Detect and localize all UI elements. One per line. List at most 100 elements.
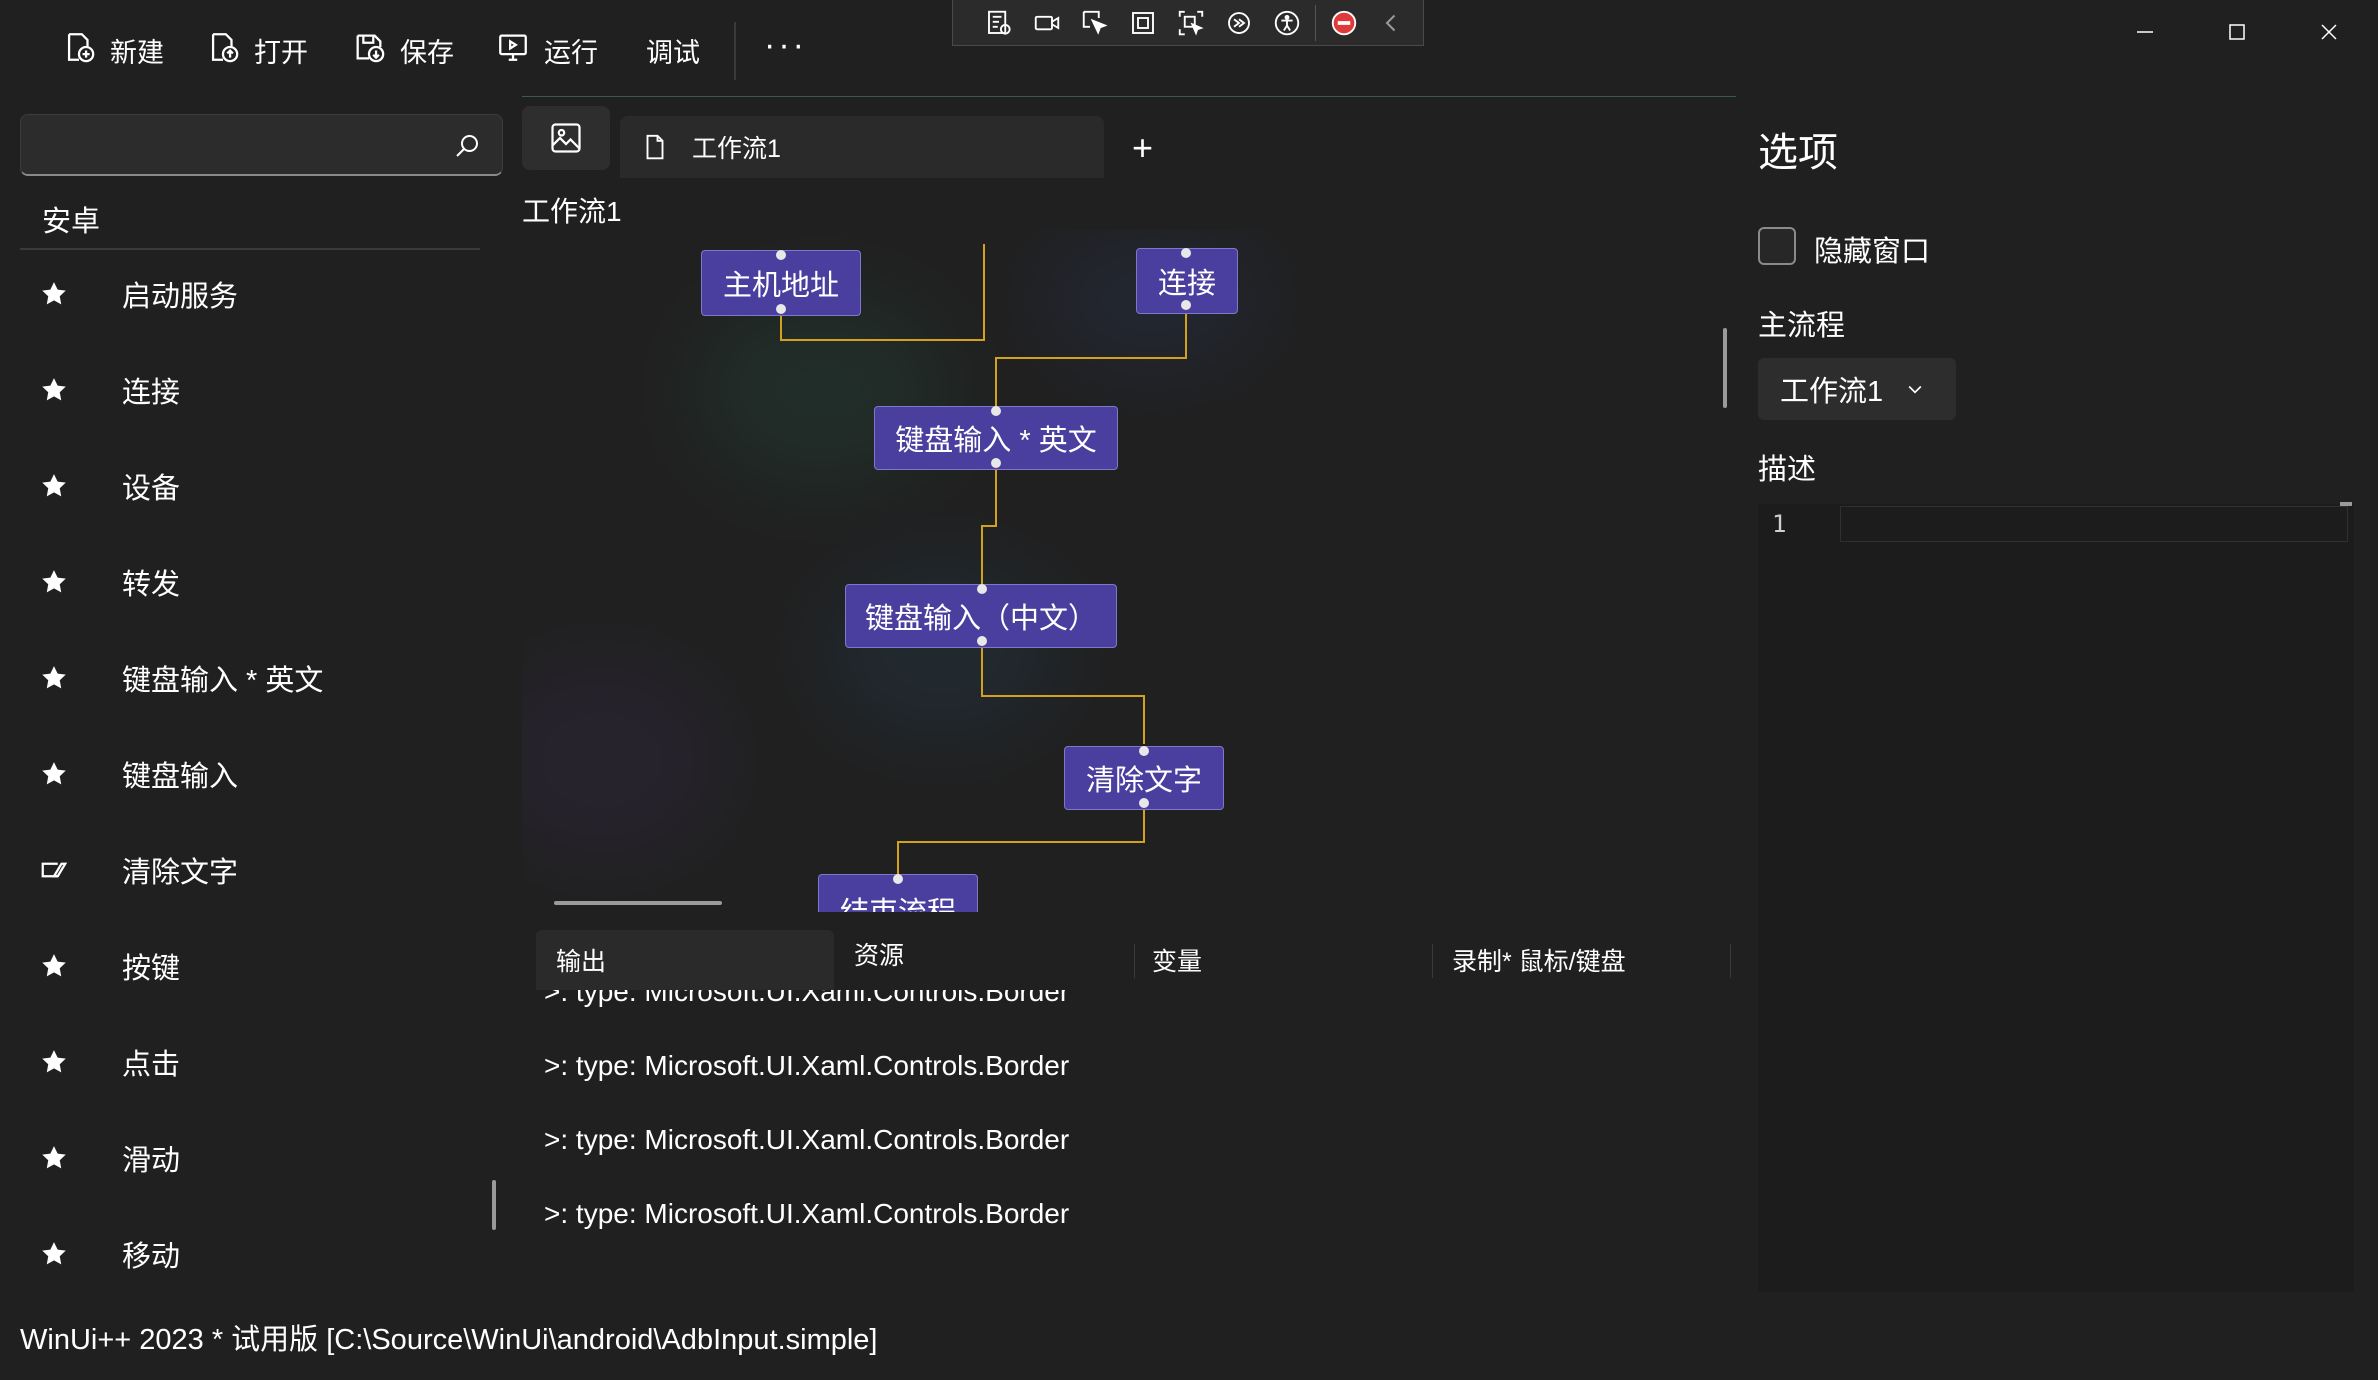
node-keyboard-chinese[interactable]: 键盘输入（中文） xyxy=(845,584,1117,648)
close-icon xyxy=(2321,24,2337,40)
select-element-icon[interactable] xyxy=(1075,3,1115,43)
tab-resources[interactable]: 资源 xyxy=(854,942,905,970)
video-icon[interactable] xyxy=(1027,3,1067,43)
add-tab-button[interactable]: + xyxy=(1132,127,1154,168)
node-port[interactable] xyxy=(977,636,987,646)
workflow-canvas[interactable]: 主机地址 连接 键盘输入 * 英文 键盘输入（中文） 清除文字 结束流程 xyxy=(522,230,1736,912)
tab-record[interactable]: 录制* 鼠标/键盘 xyxy=(1452,948,1626,976)
run-button[interactable]: 运行 xyxy=(496,30,598,70)
tool-item-connect[interactable]: 连接 xyxy=(20,350,490,430)
tool-item-key[interactable]: 按键 xyxy=(20,926,490,1006)
editor-scrollbar[interactable] xyxy=(2340,502,2352,506)
connector-line xyxy=(780,244,985,341)
hide-window-checkbox[interactable] xyxy=(1758,227,1796,265)
tool-item-label: 按键 xyxy=(122,953,181,985)
hide-window-label[interactable]: 隐藏窗口 xyxy=(1814,236,1931,268)
tab-label: 工作流1 xyxy=(692,135,781,163)
connector-line xyxy=(981,640,1145,744)
tool-list-scrollbar[interactable] xyxy=(492,1180,496,1230)
node-port[interactable] xyxy=(1139,746,1149,756)
star-icon xyxy=(36,372,72,408)
run-button-label: 运行 xyxy=(544,37,598,68)
star-icon xyxy=(36,660,72,696)
tool-item-start-service[interactable]: 启动服务 xyxy=(20,254,490,334)
tool-item-device[interactable]: 设备 xyxy=(20,446,490,526)
workflow-title: 工作流1 xyxy=(522,196,622,227)
image-icon xyxy=(551,123,581,153)
tool-item-click[interactable]: 点击 xyxy=(20,1022,490,1102)
debug-button[interactable]: 调试 xyxy=(646,30,700,70)
tool-item-label: 键盘输入 xyxy=(122,761,239,793)
output-line: >: type: Microsoft.UI.Xaml.Controls.Bord… xyxy=(544,1198,1070,1229)
new-button[interactable]: 新建 xyxy=(62,30,164,70)
main-flow-value: 工作流1 xyxy=(1780,376,1884,408)
save-button-label: 保存 xyxy=(400,37,454,68)
description-editor[interactable]: 1 xyxy=(1758,504,2354,1292)
tool-item-label: 点击 xyxy=(122,1049,181,1081)
editor-current-line xyxy=(1840,506,2348,542)
node-port[interactable] xyxy=(776,250,786,260)
tool-item-forward[interactable]: 转发 xyxy=(20,542,490,622)
debug-toolbar-separator xyxy=(1315,4,1316,41)
tool-item-swipe[interactable]: 滑动 xyxy=(20,1118,490,1198)
eraser-icon xyxy=(36,852,72,888)
layout-adorner-icon[interactable] xyxy=(1123,3,1163,43)
toolbar-divider xyxy=(734,22,736,80)
canvas-vertical-scrollbar[interactable] xyxy=(1723,328,1727,408)
search-icon[interactable] xyxy=(452,131,482,161)
document-icon xyxy=(646,134,664,160)
main-flow-label: 主流程 xyxy=(1758,310,1846,342)
star-icon xyxy=(36,948,72,984)
star-icon xyxy=(36,468,72,504)
search-input[interactable] xyxy=(33,123,437,169)
tab-output[interactable]: 输出 xyxy=(536,930,834,990)
stop-icon[interactable] xyxy=(1324,3,1364,43)
node-port[interactable] xyxy=(1181,300,1191,310)
main-flow-dropdown[interactable]: 工作流1 xyxy=(1758,358,1956,420)
debug-button-label: 调试 xyxy=(646,37,700,68)
status-bar: WinUi++ 2023 * 试用版 [C:\Source\WinUi\andr… xyxy=(20,1324,878,1356)
tool-item-label: 转发 xyxy=(122,569,181,601)
more-button[interactable]: ··· xyxy=(764,26,807,64)
close-button[interactable] xyxy=(2284,10,2374,54)
tab-workflow1[interactable]: 工作流1 xyxy=(620,116,1104,178)
output-log[interactable]: >: type: Microsoft.UI.Xaml.Controls.Bord… xyxy=(522,990,1736,1290)
connector-lines xyxy=(780,244,1187,878)
tool-item-label: 移动 xyxy=(122,1241,181,1273)
tab-variables[interactable]: 变量 xyxy=(1152,948,1203,976)
accessibility-icon[interactable] xyxy=(1267,3,1307,43)
new-button-label: 新建 xyxy=(110,37,164,68)
minimize-button[interactable] xyxy=(2100,10,2190,54)
canvas-scrollbar[interactable] xyxy=(554,901,722,905)
node-port[interactable] xyxy=(1181,248,1191,258)
output-line: >: type: Microsoft.UI.Xaml.Controls.Bord… xyxy=(544,1124,1070,1155)
hot-reload-icon[interactable] xyxy=(1219,3,1259,43)
node-port[interactable] xyxy=(991,458,1001,468)
tool-item-label: 清除文字 xyxy=(122,857,239,889)
maximize-icon xyxy=(2229,24,2245,40)
tool-item-keyboard[interactable]: 键盘输入 xyxy=(20,734,490,814)
collapse-chevron-icon[interactable] xyxy=(1372,3,1412,43)
node-port[interactable] xyxy=(991,406,1001,416)
node-port[interactable] xyxy=(776,304,786,314)
maximize-button[interactable] xyxy=(2192,10,2282,54)
category-divider xyxy=(20,248,480,250)
tool-item-clear-text[interactable]: 清除文字 xyxy=(20,830,490,910)
save-icon xyxy=(352,30,386,71)
connector-line xyxy=(897,798,1145,878)
tool-item-keyboard-english[interactable]: 键盘输入 * 英文 xyxy=(20,638,490,718)
node-port[interactable] xyxy=(1139,798,1149,808)
open-button[interactable]: 打开 xyxy=(206,30,308,70)
save-button[interactable]: 保存 xyxy=(352,30,454,70)
tool-item-move[interactable]: 移动 xyxy=(20,1214,490,1294)
tool-item-label: 滑动 xyxy=(122,1145,181,1177)
description-label: 描述 xyxy=(1758,454,1817,486)
editor-line-number: 1 xyxy=(1772,510,1787,538)
category-header[interactable]: 安卓 xyxy=(42,206,101,238)
node-port[interactable] xyxy=(893,874,903,884)
track-focus-icon[interactable] xyxy=(1171,3,1211,43)
node-port[interactable] xyxy=(977,584,987,594)
image-tab-button[interactable] xyxy=(522,106,610,170)
live-tree-icon[interactable] xyxy=(979,3,1019,43)
node-host-address[interactable]: 主机地址 xyxy=(701,250,861,316)
